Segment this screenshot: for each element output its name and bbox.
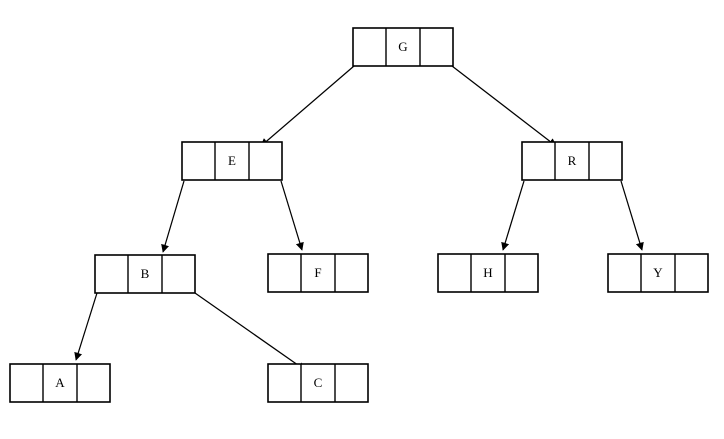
edge-r-to-h (501, 180, 525, 251)
node-f[interactable]: F (267, 253, 369, 293)
node-b-label: B (141, 266, 150, 281)
node-a-label: A (55, 375, 65, 390)
node-b-box (94, 254, 196, 294)
node-f-box (267, 253, 369, 293)
node-layer: G E R B F (9, 27, 709, 403)
edge-e-to-f (280, 180, 304, 251)
edge-r-to-y (620, 180, 644, 251)
node-y-label: Y (653, 265, 663, 280)
node-c-box (267, 363, 369, 403)
node-e-box (181, 141, 283, 181)
node-h[interactable]: H (437, 253, 539, 293)
node-y[interactable]: Y (607, 253, 709, 293)
node-b[interactable]: B (94, 254, 196, 294)
node-g[interactable]: G (352, 27, 454, 67)
node-a[interactable]: A (9, 363, 111, 403)
node-a-box (9, 363, 111, 403)
node-c[interactable]: C (267, 363, 369, 403)
node-h-box (437, 253, 539, 293)
node-r-label: R (568, 153, 577, 168)
node-f-label: F (314, 265, 321, 280)
edge-g-to-r (451, 65, 557, 147)
edge-e-to-b (161, 180, 185, 253)
node-r-box (521, 141, 623, 181)
edge-layer (74, 65, 644, 371)
node-y-box (607, 253, 709, 293)
node-c-label: C (314, 375, 323, 390)
edge-b-to-c (194, 292, 306, 371)
node-r[interactable]: R (521, 141, 623, 181)
node-h-label: H (483, 265, 492, 280)
edge-b-to-a (74, 292, 98, 361)
node-e[interactable]: E (181, 141, 283, 181)
node-g-label: G (398, 39, 407, 54)
node-e-label: E (228, 153, 236, 168)
edge-g-to-e (260, 65, 355, 147)
node-g-box (352, 27, 454, 67)
